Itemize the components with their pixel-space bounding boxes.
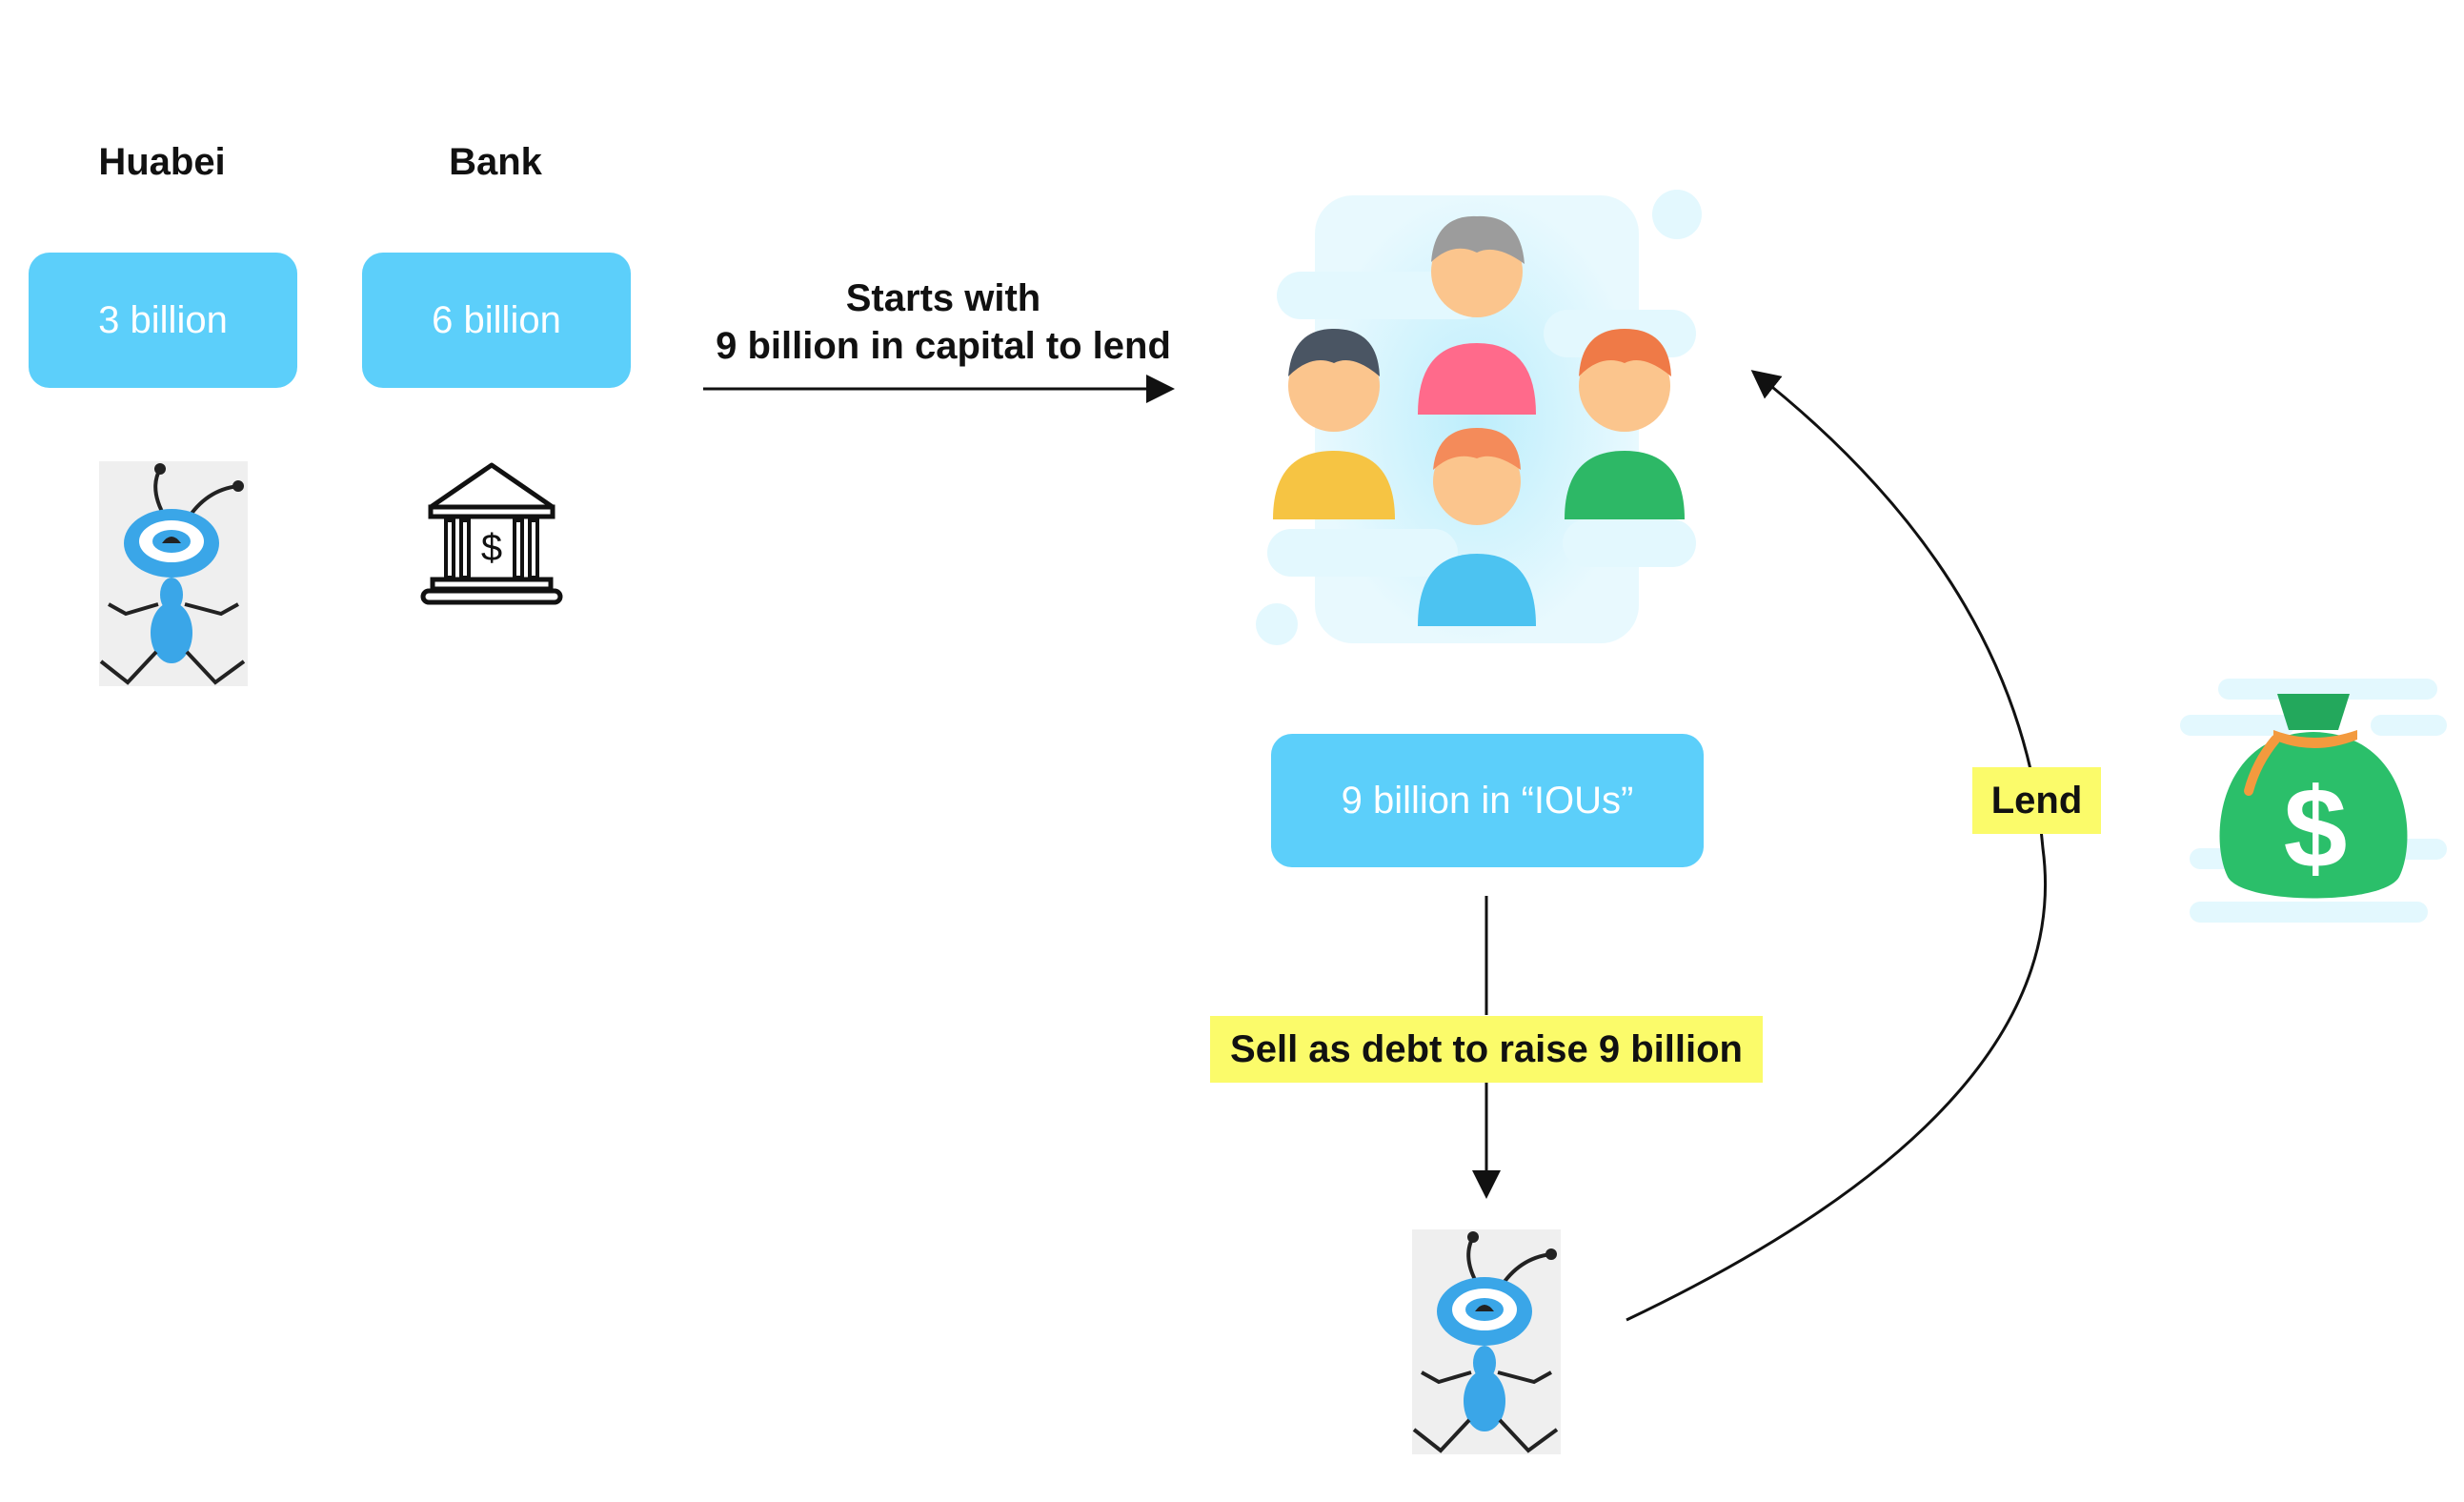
bank-amount-box: 6 billion xyxy=(362,253,631,388)
bank-title: Bank xyxy=(449,141,542,183)
huabei-amount: 3 billion xyxy=(98,298,228,341)
ant-mascot-icon xyxy=(1412,1229,1561,1454)
bank-building-icon: $ xyxy=(420,462,563,605)
lend-arrow xyxy=(1626,370,2048,1322)
money-bag-icon: $ xyxy=(2180,679,2447,923)
svg-text:$: $ xyxy=(481,527,502,569)
ious-box: 9 billion in “IOUs” xyxy=(1271,734,1704,867)
huabei-amount-box: 3 billion xyxy=(29,253,297,388)
ant-mascot-icon xyxy=(99,461,248,686)
starts-with-line2: 9 billion in capital to lend xyxy=(716,325,1171,367)
svg-text:$: $ xyxy=(2284,764,2348,892)
starts-with-line1: Starts with xyxy=(845,277,1041,319)
bank-amount: 6 billion xyxy=(432,298,561,341)
starts-with-caption: Starts with 9 billion in capital to lend xyxy=(686,274,1201,370)
huabei-title: Huabei xyxy=(98,141,226,183)
people-crowd-icon xyxy=(1256,190,1702,645)
lend-label: Lend xyxy=(1972,767,2101,834)
ious-label: 9 billion in “IOUs” xyxy=(1341,779,1634,822)
sell-debt-label: Sell as debt to raise 9 billion xyxy=(1210,1016,1763,1083)
